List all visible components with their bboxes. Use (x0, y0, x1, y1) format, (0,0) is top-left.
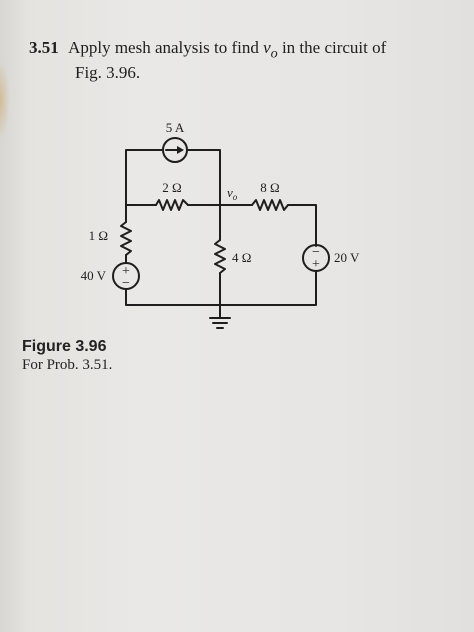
current-source-5a (162, 137, 188, 163)
problem-variable-subscript: o (270, 45, 278, 62)
problem-variable: vo (263, 38, 278, 62)
resistor-1ohm (120, 221, 132, 256)
label-1ohm: 1 Ω (89, 228, 108, 243)
figure-title: Figure 3.96 (22, 338, 107, 355)
problem-text-part1: Apply mesh analysis to find (68, 38, 259, 57)
resistor-4ohm (214, 239, 226, 274)
label-2ohm: 2 Ω (162, 180, 181, 195)
voltage-source-20v (302, 244, 330, 272)
problem-text-part2: in the circuit of (281, 38, 387, 57)
v20-minus-sign: − (312, 245, 320, 260)
label-8ohm: 8 Ω (260, 180, 279, 195)
label-4ohm: 4 Ω (232, 250, 251, 265)
page-edge-shadow (0, 60, 10, 140)
v40-plus-sign: + (122, 264, 130, 279)
problem-text-line2: Fig. 3.96. (75, 63, 141, 83)
node-label-vo: vo (227, 185, 238, 202)
label-20v: 20 V (334, 250, 360, 265)
problem-number: 3.51 (29, 38, 59, 57)
resistor-2ohm (155, 199, 189, 211)
label-5a: 5 A (166, 120, 185, 135)
problem-statement: 3.51 Apply mesh analysis to find vo in t… (29, 38, 449, 83)
circuit-wires (125, 149, 317, 319)
figure-caption: For Prob. 3.51. (22, 357, 113, 373)
voltage-source-40v (112, 262, 140, 290)
ground-symbol (209, 317, 231, 329)
v40-minus-sign: − (122, 276, 130, 291)
resistor-8ohm (251, 199, 289, 211)
label-40v: 40 V (81, 268, 107, 283)
v20-plus-sign: + (312, 257, 320, 272)
